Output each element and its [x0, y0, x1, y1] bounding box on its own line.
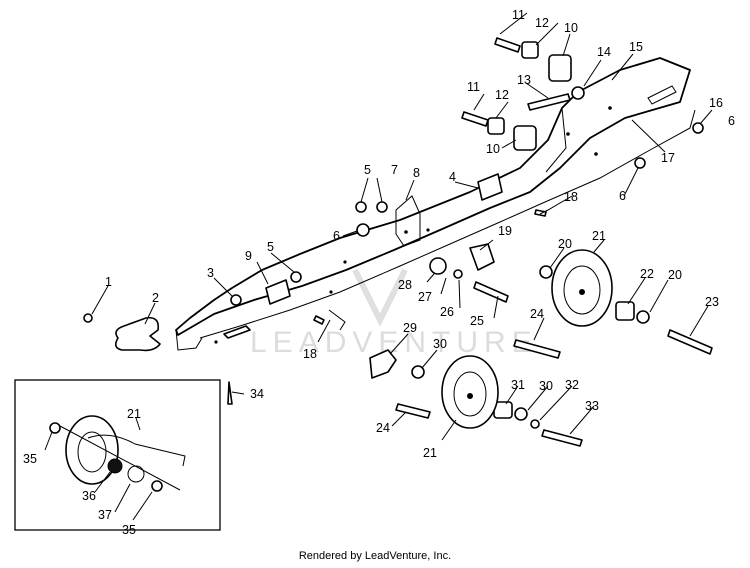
- callout-28: 28: [398, 278, 412, 292]
- callout-25: 25: [470, 314, 484, 328]
- callout-21-b: 21: [423, 446, 437, 460]
- callout-5-a: 5: [364, 163, 371, 177]
- callout-32: 32: [565, 378, 579, 392]
- callout-21-inset: 21: [127, 407, 141, 421]
- bumper-10-lower: [513, 125, 537, 151]
- callout-11-b: 11: [467, 80, 480, 94]
- callout-30-b: 30: [539, 379, 553, 393]
- nuts-washers: [49, 86, 704, 492]
- callout-8: 8: [413, 166, 420, 180]
- callout-16: 16: [709, 96, 723, 110]
- callout-37: 37: [98, 508, 112, 522]
- rail-tip: [114, 316, 161, 352]
- callout-1: 1: [105, 275, 112, 289]
- callout-35-a: 35: [23, 452, 37, 466]
- callout-labels: 1 2 3 4 5 5 6 6 6 7 8 9 10 10 11 11 12 1…: [23, 8, 735, 537]
- leader-lines: [44, 12, 713, 521]
- callout-24-a: 24: [530, 307, 544, 321]
- footer-credit: Rendered by LeadVenture, Inc.: [298, 550, 452, 562]
- callout-20-a: 20: [558, 237, 572, 251]
- callout-34: 34: [250, 387, 264, 401]
- callout-29: 29: [403, 321, 417, 335]
- callout-9: 9: [245, 249, 252, 263]
- inset-detail: [14, 379, 221, 531]
- bracket-19: [469, 243, 495, 271]
- callout-12-b: 12: [495, 88, 509, 102]
- callout-10-b: 10: [486, 142, 500, 156]
- callout-10-a: 10: [564, 21, 578, 35]
- idler-wheel-lower: [441, 355, 499, 429]
- callout-15: 15: [629, 40, 643, 54]
- callout-11-a: 11: [512, 8, 525, 22]
- callout-27: 27: [418, 290, 432, 304]
- callout-18-b: 18: [303, 347, 317, 361]
- callout-20-b: 20: [668, 268, 682, 282]
- callout-6-c: 6: [728, 114, 735, 128]
- spacer-22: [615, 301, 635, 321]
- callout-33: 33: [585, 399, 599, 413]
- callout-31: 31: [511, 378, 525, 392]
- bolts: [227, 37, 713, 447]
- callout-12-a: 12: [535, 16, 549, 30]
- callout-2: 2: [152, 291, 159, 305]
- callout-3: 3: [207, 266, 214, 280]
- slider-4: [477, 173, 503, 201]
- callout-17: 17: [661, 151, 675, 165]
- bumper-12-lower: [487, 117, 505, 135]
- callout-6-b: 6: [619, 189, 626, 203]
- bumper-12-upper: [521, 41, 539, 59]
- callout-23: 23: [705, 295, 719, 309]
- idler-wheel-upper: [551, 249, 613, 327]
- bracket-29: [369, 349, 397, 379]
- watermark: LEADVENTURE: [250, 268, 538, 359]
- callout-13: 13: [517, 73, 531, 87]
- callout-36: 36: [82, 489, 96, 503]
- callout-21-a: 21: [592, 229, 606, 243]
- callout-18-a: 18: [564, 190, 578, 204]
- callout-19: 19: [498, 224, 512, 238]
- callout-24-b: 24: [376, 421, 390, 435]
- bumper-10-upper: [548, 54, 572, 82]
- callout-4: 4: [449, 170, 456, 184]
- callout-35-b: 35: [122, 523, 136, 537]
- slider-9: [265, 279, 291, 305]
- callout-30-a: 30: [433, 337, 447, 351]
- callout-7: 7: [391, 163, 398, 177]
- callout-22: 22: [640, 267, 654, 281]
- callout-14: 14: [597, 45, 611, 59]
- callout-26: 26: [440, 305, 454, 319]
- callout-6-a: 6: [333, 229, 340, 243]
- watermark-text: LEADVENTURE: [250, 326, 538, 359]
- callout-5-b: 5: [267, 240, 274, 254]
